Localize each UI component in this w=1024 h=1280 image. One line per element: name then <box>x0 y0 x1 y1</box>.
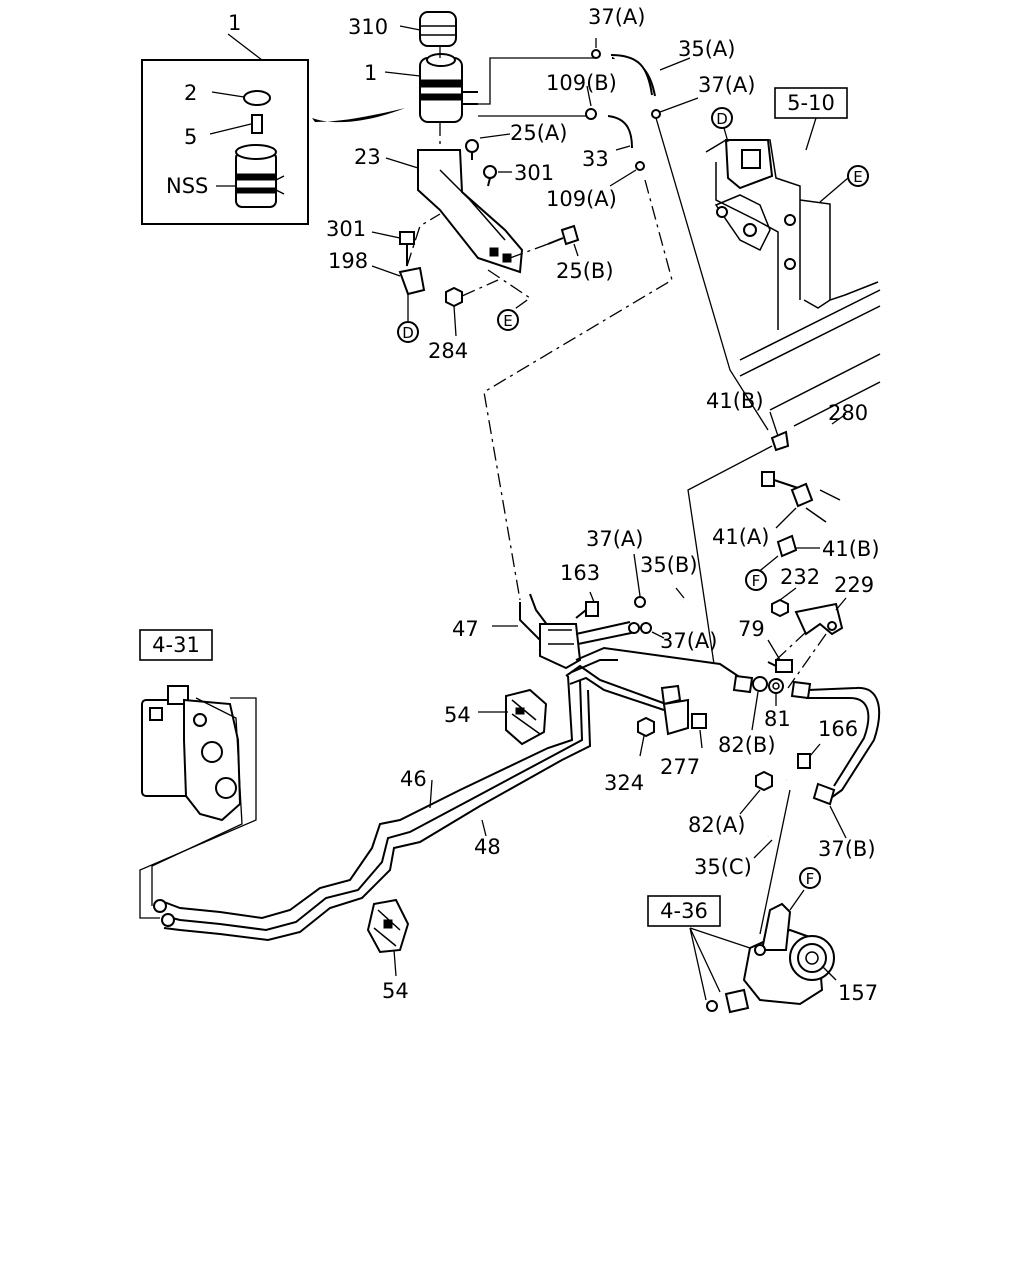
part-label: 232 <box>780 565 820 589</box>
reservoir-bracket <box>371 133 580 337</box>
pipe-clamp-upper <box>478 688 548 746</box>
pipe-assembly <box>153 553 881 942</box>
ref-label-4-31: 4-31 <box>152 633 200 657</box>
part-label: 163 <box>560 561 600 585</box>
ref-box-4-36[interactable]: 4-36 <box>647 895 721 927</box>
part-label: 37(A) <box>586 527 643 551</box>
part-label: 41(B) <box>706 389 764 413</box>
part-label: 54 <box>444 703 471 727</box>
part-label: 41(A) <box>712 525 769 549</box>
ref-label-5-10: 5-10 <box>787 91 835 115</box>
part-label: 310 <box>348 15 388 39</box>
svg-text:E: E <box>853 168 862 186</box>
part-label: 54 <box>382 979 409 1003</box>
part-label: 280 <box>828 401 868 425</box>
part-label: 166 <box>818 717 858 741</box>
part-label: 277 <box>660 755 700 779</box>
part-label: 284 <box>428 339 468 363</box>
part-label: 82(A) <box>688 813 745 837</box>
connector-f-pump: F <box>799 867 821 889</box>
part-label: 81 <box>764 707 791 731</box>
part-label: 5 <box>184 125 197 149</box>
svg-text:F: F <box>752 572 761 590</box>
part-label: 48 <box>474 835 501 859</box>
return-hose-280 <box>755 411 847 575</box>
ref-box-5-10[interactable]: 5-10 <box>774 87 848 119</box>
svg-text:E: E <box>503 312 512 330</box>
ref-box-4-31[interactable]: 4-31 <box>139 629 213 661</box>
part-label: 82(B) <box>718 733 776 757</box>
part-label: 301 <box>326 217 366 241</box>
part-label: NSS <box>166 174 208 198</box>
reservoir-hoses <box>478 38 699 187</box>
part-label: 37(A) <box>698 73 755 97</box>
ref-label-4-36: 4-36 <box>660 899 708 923</box>
connector-f-hose: F <box>745 569 767 591</box>
reservoir-tank <box>384 11 478 160</box>
part-label: 79 <box>738 617 765 641</box>
hose-clip-bracket <box>751 587 847 731</box>
part-label: 47 <box>452 617 479 641</box>
part-label: 229 <box>834 573 874 597</box>
part-label: 35(B) <box>640 553 698 577</box>
part-label: 157 <box>838 981 878 1005</box>
routing-line-2 <box>655 117 769 431</box>
part-label: 23 <box>354 145 381 169</box>
svg-text:D: D <box>716 110 728 128</box>
view-pointer <box>312 108 405 123</box>
frame-mount-bracket <box>705 117 881 427</box>
part-label: 198 <box>328 249 368 273</box>
pipe-clamp-lower <box>366 898 410 977</box>
connector-d-top: D <box>711 107 733 129</box>
part-labels: 1 310 1 2 5 NSS 37(A) 35(A) 109(B) 37(A)… <box>166 5 880 1005</box>
part-label: 37(A) <box>660 629 717 653</box>
part-label: 1 <box>364 61 377 85</box>
part-label: 301 <box>514 161 554 185</box>
steering-gear-box <box>139 685 257 919</box>
part-label: 109(B) <box>546 71 617 95</box>
part-label: 324 <box>604 771 644 795</box>
part-label: 37(A) <box>588 5 645 29</box>
part-label: 35(C) <box>694 855 752 879</box>
part-label: 41(B) <box>822 537 880 561</box>
part-label: 37(B) <box>818 837 876 861</box>
connector-d-bracket: D <box>397 321 419 343</box>
routing-line-3 <box>687 445 773 665</box>
part-label: 25(B) <box>556 259 614 283</box>
part-label: 33 <box>582 147 609 171</box>
connector-e-bracket: E <box>497 309 519 331</box>
part-label: 46 <box>400 767 427 791</box>
part-label: 109(A) <box>546 187 617 211</box>
part-label: 35(A) <box>678 37 735 61</box>
part-label: 1 <box>228 11 241 35</box>
power-steering-pump <box>689 743 837 1014</box>
connector-e-right: E <box>847 165 869 187</box>
part-label: 25(A) <box>510 121 567 145</box>
svg-text:F: F <box>806 870 815 888</box>
part-label: 2 <box>184 81 197 105</box>
svg-text:D: D <box>402 324 414 342</box>
reservoir-assembly-inset <box>141 33 309 225</box>
